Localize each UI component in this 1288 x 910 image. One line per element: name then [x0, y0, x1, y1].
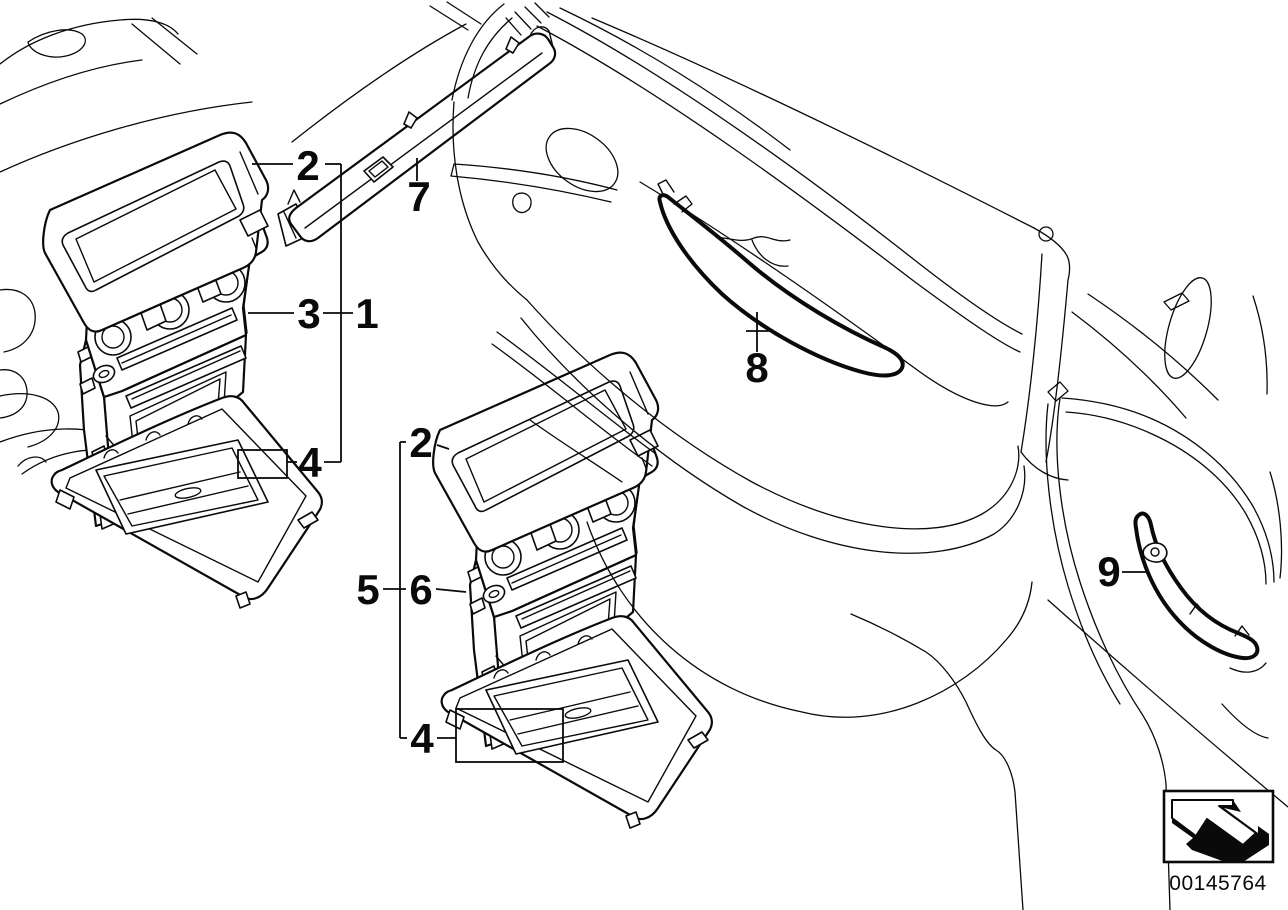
return-arrow-icon: [1171, 799, 1269, 863]
callout-4-front: 4: [298, 439, 322, 486]
rear-quarter-sketch: [1045, 277, 1283, 910]
callout-2-front: 2: [296, 142, 319, 189]
callout-4-rear: 4: [410, 715, 434, 762]
callout-8: 8: [745, 344, 768, 391]
console-assembly-rear: [432, 351, 713, 830]
leader-lines-front-console: [237, 163, 353, 479]
part-glovebox-strip: [277, 26, 557, 247]
callout-1: 1: [355, 290, 378, 337]
callout-6: 6: [409, 566, 432, 613]
leader-lines-rear-console: [383, 441, 564, 763]
callout-box-rear-tray: [455, 708, 564, 763]
part-rear-panel-trim: [1133, 511, 1260, 661]
callout-3: 3: [297, 290, 320, 337]
catalog-stamp: 00145764: [1162, 789, 1275, 895]
part-front-door-trim: [657, 179, 905, 378]
door-panel-sketch: [450, 2, 1288, 910]
callout-9: 9: [1097, 548, 1120, 595]
callout-7: 7: [407, 173, 430, 220]
leader-line-8: [746, 312, 769, 352]
callout-5: 5: [356, 566, 379, 613]
callout-2-rear: 2: [409, 419, 432, 466]
console-assembly-front: [42, 131, 323, 610]
image-number: 00145764: [1169, 872, 1266, 895]
callout-box-front-tray: [237, 449, 288, 479]
